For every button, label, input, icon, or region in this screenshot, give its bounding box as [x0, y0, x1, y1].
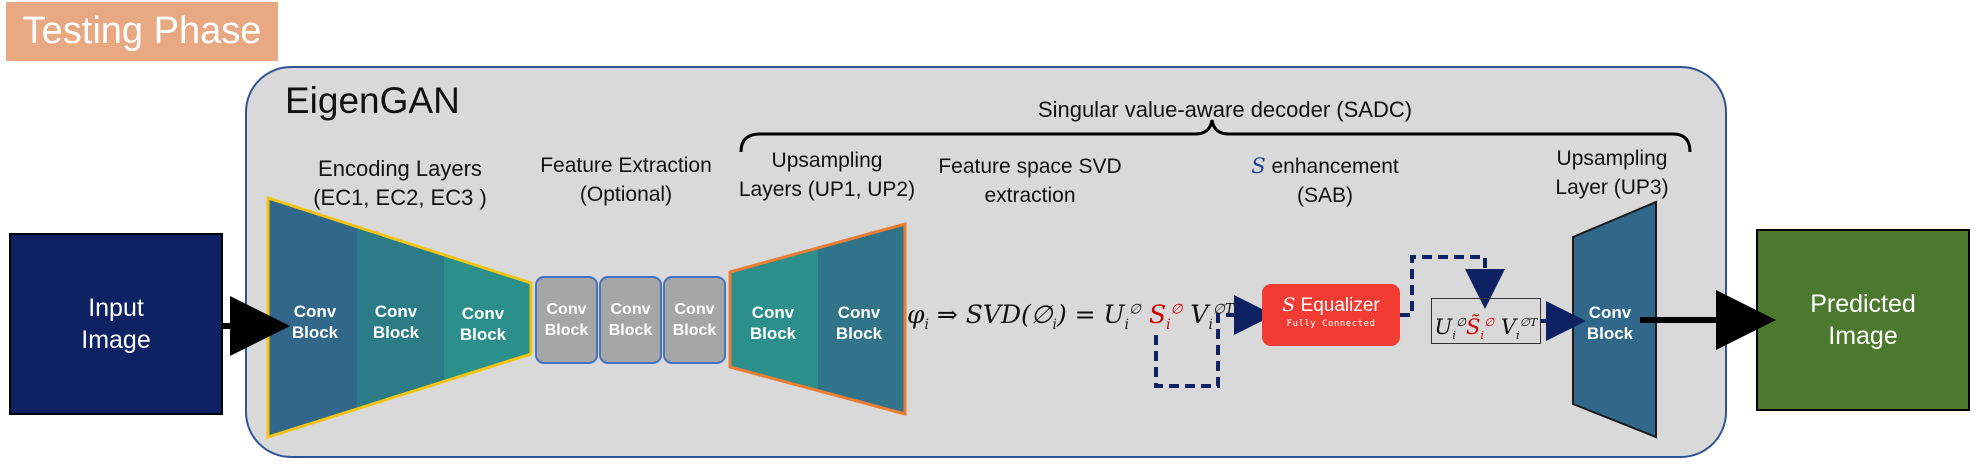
conv-word: Conv [674, 301, 715, 318]
s-equalizer: S Equalizer Fully Connected [1262, 284, 1400, 346]
svd-equation: φi ⇒ SVD(∅i) = Ui∅ Si∅ Vi∅T [907, 300, 1235, 333]
block-word: Block [835, 324, 883, 343]
up3-trapezoid [1572, 200, 1657, 439]
block-word: Block [291, 323, 339, 342]
block-word: Block [608, 322, 653, 339]
block-word: Block [1586, 324, 1634, 343]
svd-line1: Feature space SVD [938, 155, 1122, 178]
conv-word: Conv [461, 304, 505, 323]
decoder-outline [728, 222, 907, 416]
feature-extraction-line2: (Optional) [579, 183, 673, 206]
encoder-outline [266, 195, 533, 440]
sab-label: S enhancement (SAB) [1220, 152, 1430, 210]
input-line-2: Image [81, 326, 151, 354]
upsampling3-label: Upsampling Layer (UP3) [1522, 144, 1702, 202]
phase-tag: Testing Phase [6, 2, 278, 61]
sab-line2: (SAB) [1296, 184, 1353, 207]
output-line-1: Predicted [1810, 290, 1916, 318]
sadc-brace [739, 119, 1692, 153]
conv-word: Conv [837, 303, 881, 322]
upsampling12-label: Upsampling Layers (UP1, UP2) [722, 146, 932, 204]
input-image-box: Input Image [9, 233, 223, 415]
conv-word: Conv [374, 302, 418, 321]
equalizer-text: Equalizer [1295, 295, 1380, 316]
upsampling3-line2: Layer (UP3) [1555, 176, 1669, 199]
svd-label: Feature space SVD extraction [925, 152, 1135, 210]
equalizer-subtitle: Fully Connected [1286, 319, 1376, 329]
feature-extraction-line1: Feature Extraction [540, 154, 712, 177]
conv-word: Conv [546, 301, 587, 318]
encoding-label-line2: (EC1, EC2, EC3 ) [313, 185, 487, 210]
block-word: Block [749, 324, 797, 343]
block-word: Block [459, 325, 507, 344]
input-line-1: Input [88, 294, 144, 322]
sadc-label: Singular value-aware decoder (SADC) [1037, 97, 1413, 122]
output-line-2: Image [1828, 322, 1898, 350]
predicted-image-box: Predicted Image [1756, 229, 1970, 411]
block-word: Block [544, 322, 589, 339]
sab-text: enhancement [1265, 155, 1399, 178]
equalizer-symbol: S [1282, 294, 1296, 316]
eigengan-panel [245, 66, 1727, 458]
sab-symbol: S [1251, 154, 1266, 178]
dashed-arrow-to-eqbox [1400, 255, 1505, 317]
conv-word: Conv [610, 301, 651, 318]
block-word: Block [672, 322, 717, 339]
upsampling3-line1: Upsampling [1556, 147, 1668, 170]
encoding-label-line1: Encoding Layers [318, 156, 482, 181]
model-title: EigenGAN [285, 80, 460, 121]
conv-word: Conv [1588, 303, 1632, 322]
enhanced-equation-box: Ui∅S̃i∅ Vi∅T [1431, 298, 1541, 344]
block-word: Block [372, 323, 420, 342]
conv-word: Conv [293, 302, 337, 321]
upsampling12-line1: Upsampling [771, 149, 883, 172]
upsampling12-line2: Layers (UP1, UP2) [738, 178, 916, 201]
dashed-arrow-to-equalizer [1154, 295, 1274, 388]
encoding-label: Encoding Layers (EC1, EC2, EC3 ) [285, 154, 515, 212]
conv-word: Conv [751, 303, 795, 322]
svd-line2: extraction [984, 184, 1076, 207]
feature-extraction-label: Feature Extraction (Optional) [520, 151, 732, 209]
